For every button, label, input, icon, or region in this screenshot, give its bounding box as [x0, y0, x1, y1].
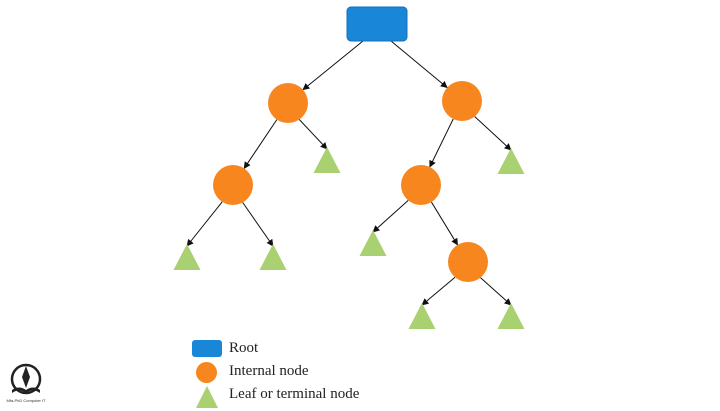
edge-n4-l5	[372, 200, 409, 233]
edge-n5-l7	[480, 277, 512, 306]
legend-label-leaf: Leaf or terminal node	[229, 386, 360, 402]
leaf-node-l7	[497, 303, 525, 329]
legend-label-internal: Internal node	[229, 363, 309, 379]
edge-n2-l4	[474, 116, 512, 151]
leaf-node-l2	[173, 244, 201, 270]
edge-root-n2	[390, 40, 448, 89]
edge-n4-n5	[430, 201, 459, 246]
edges-layer	[186, 40, 512, 306]
legend-label-root: Root	[229, 340, 259, 356]
edge-n2-n4	[429, 118, 454, 168]
logo-text: Mfa-PhD Computer IT	[6, 398, 46, 403]
leaf-node-l5	[359, 230, 387, 256]
leaf-node-l3	[259, 244, 287, 270]
root-swatch	[192, 340, 222, 357]
leaf-node-l1	[313, 147, 341, 173]
nodes-layer	[173, 6, 525, 329]
edge-n1-l1	[298, 119, 328, 150]
internal-node-n4	[401, 165, 441, 205]
edge-n3-l3	[242, 202, 274, 247]
internal-node-n2	[442, 81, 482, 121]
leaf-node-l6	[408, 303, 436, 329]
edge-root-n1	[302, 40, 364, 91]
internal-node-n5	[448, 242, 488, 282]
internal-swatch	[196, 362, 217, 383]
leaf-swatch	[196, 386, 218, 408]
edge-n1-n3	[243, 119, 278, 169]
internal-node-n1	[268, 83, 308, 123]
logo: Mfa-PhD Computer IT	[6, 362, 46, 408]
leaf-node-l4	[497, 148, 525, 174]
root-node	[346, 6, 408, 42]
internal-node-n3	[213, 165, 253, 205]
edge-n5-l6	[421, 276, 456, 306]
book-pen-logo-icon	[10, 363, 42, 395]
edge-n3-l2	[186, 201, 223, 247]
